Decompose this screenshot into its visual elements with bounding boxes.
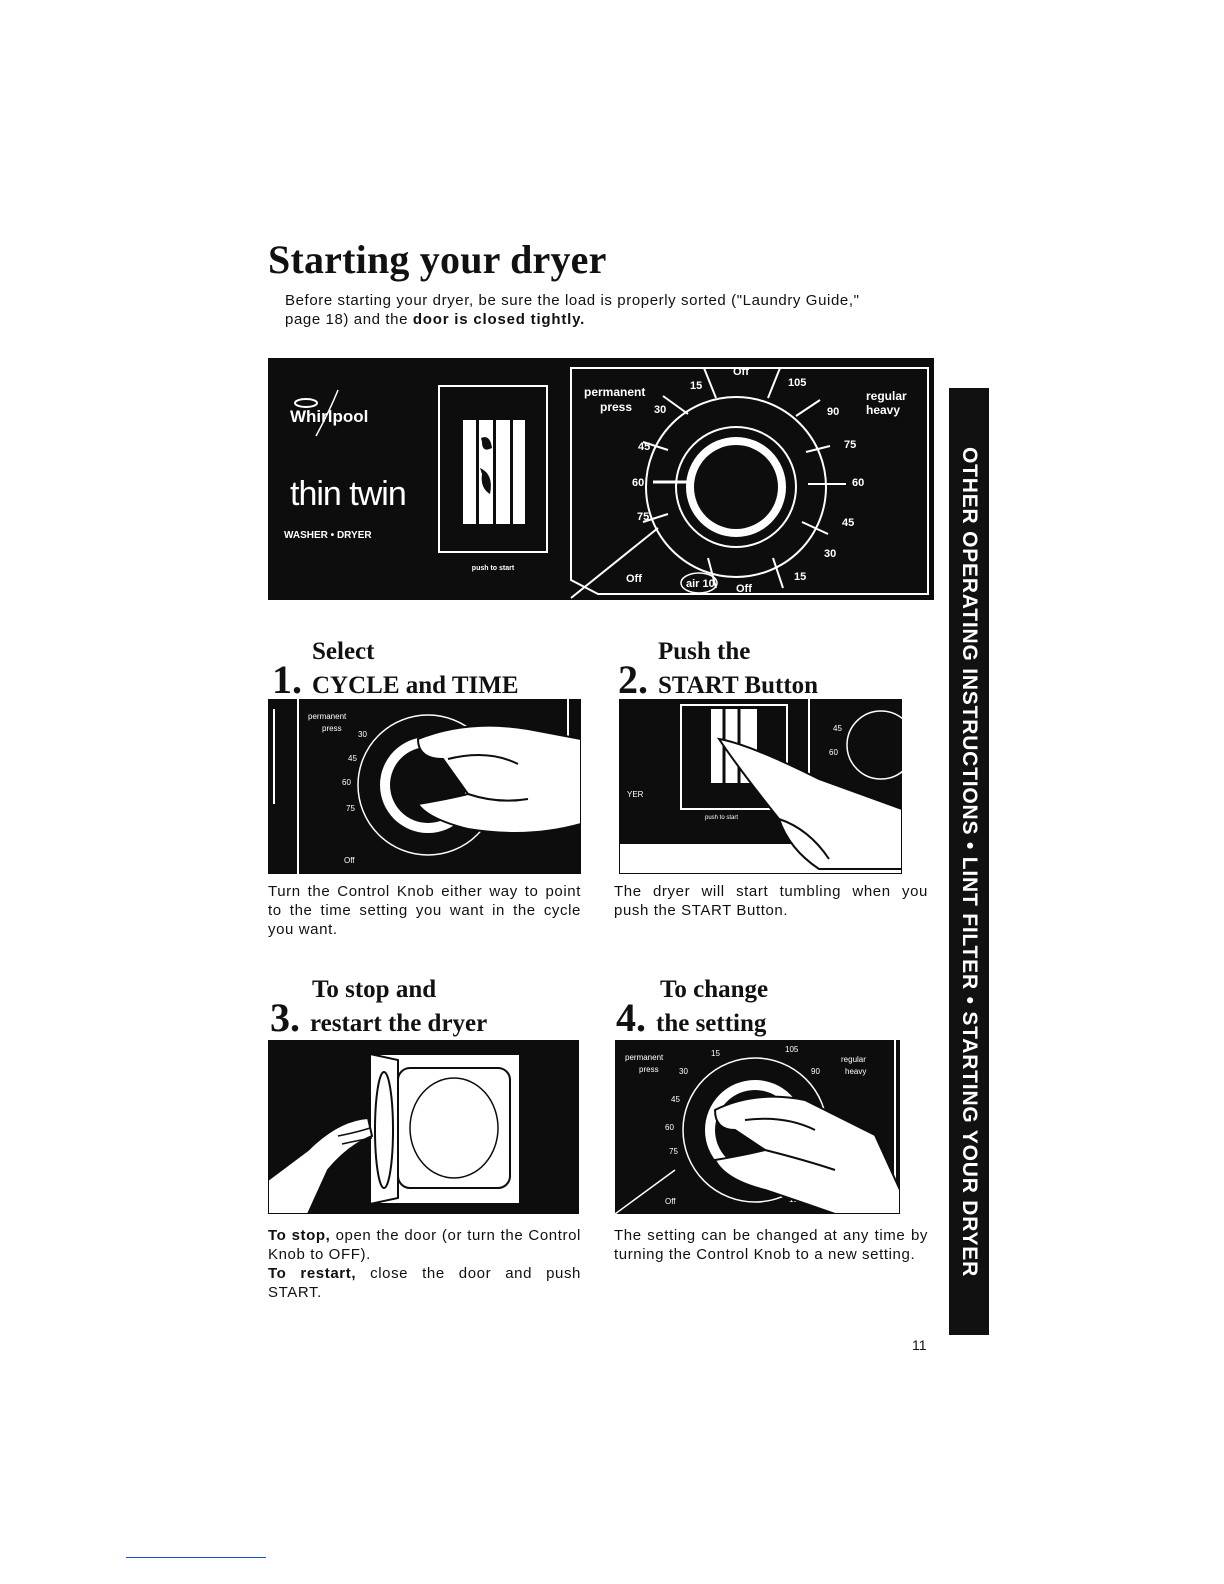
step-1-caption: Turn the Control Knob either way to poin… [268,883,581,938]
svg-text:30: 30 [824,548,836,560]
intro-bold-text: door is closed tightly. [412,311,586,328]
step-2-heading: Push the 2. START Button [618,638,818,700]
intro-text: Before starting your dryer, be sure the … [285,292,860,328]
control-knob [694,445,778,529]
svg-text:60: 60 [632,477,644,489]
side-tab-label: OTHER OPERATING INSTRUCTIONS • LINT FILT… [958,446,981,1278]
brand-logo: Whirlpool [290,407,368,426]
svg-text:Off: Off [736,583,752,595]
intro-paragraph: Before starting your dryer, be sure the … [285,291,885,329]
step-1-title-line1: Select [312,638,375,665]
step-2-title-line2: START Button [658,672,819,699]
step-4-illustration: permanent press 30 regular heavy 15 105 … [615,1040,900,1214]
step-1-heading: Select 1. CYCLE and TIME [272,638,519,700]
cycle-regular-heavy-line2: heavy [866,403,900,417]
brand-emblem-icon [294,398,318,408]
step-3-restart-text: close the door and push START. [268,1265,581,1301]
step-2-title-line1: Push the [658,638,751,665]
svg-text:45: 45 [671,1095,680,1104]
step-1-illustration: permanent press 30 45 60 75 Off [268,699,581,874]
hand-icon [416,724,581,834]
page-number: 11 [912,1337,927,1353]
svg-text:45: 45 [348,754,357,763]
step-3-restart-bold: To restart, [268,1265,357,1282]
step-3-illustration [268,1040,579,1214]
step-4-title-line1: To change [660,976,769,1003]
hand-icon [268,1116,374,1214]
svg-text:Off: Off [733,366,749,378]
svg-text:Off: Off [344,856,355,865]
push-to-start-label: push to start [472,565,515,572]
page-title: Starting your dryer [268,237,607,282]
step-3-title-line1: To stop and [312,976,437,1003]
step-1-title-line2: CYCLE and TIME [312,672,519,699]
cycle-permanent-press-line1: permanent [584,385,645,399]
step-3-heading: To stop and 3. restart the dryer [270,976,487,1038]
footnote-rule [126,1557,266,1558]
svg-text:60: 60 [342,778,351,787]
svg-text:30: 30 [358,730,367,739]
svg-text:Off: Off [665,1197,676,1206]
svg-text:90: 90 [811,1067,820,1076]
svg-text:60: 60 [852,477,864,489]
step-3-title-line2: restart the dryer [310,1010,488,1037]
svg-text:60: 60 [665,1123,674,1132]
svg-text:press: press [322,724,342,733]
step-2-number: 2. [618,657,648,702]
step-3-stop-bold: To stop, [268,1227,331,1244]
svg-text:75: 75 [844,439,856,451]
svg-text:15: 15 [690,380,702,392]
step-2-illustration: push to start YER 45 60 [619,699,902,874]
svg-text:regular: regular [841,1055,866,1064]
svg-text:75: 75 [346,804,355,813]
svg-text:15: 15 [794,571,806,583]
step-4-caption: The setting can be changed at any time b… [614,1227,928,1263]
hand-icon [716,737,902,870]
svg-text:air 10: air 10 [686,578,715,590]
step-4-title-line2: the setting [656,1010,767,1037]
model-line: WASHER • DRYER [284,530,372,541]
svg-text:push to start: push to start [705,815,738,821]
svg-text:105: 105 [788,377,806,389]
step-4-heading: To change 4. the setting [616,976,768,1038]
cycle-permanent-press-line2: press [600,400,632,414]
cycle-regular-heavy-line1: regular [866,389,907,403]
svg-text:30: 30 [654,404,666,416]
step-3-stop-text: open the door (or turn the Control Knob … [268,1227,581,1263]
svg-text:30: 30 [679,1067,688,1076]
svg-text:15: 15 [711,1049,720,1058]
svg-text:Off: Off [626,573,642,585]
svg-text:45: 45 [833,724,842,733]
svg-text:75: 75 [669,1147,678,1156]
step-3-number: 3. [270,995,300,1040]
svg-text:60: 60 [829,748,838,757]
svg-text:press: press [639,1065,659,1074]
svg-text:45: 45 [638,441,650,453]
svg-text:permanent: permanent [625,1053,664,1062]
step-1-number: 1. [272,657,302,702]
hand-icon [713,1095,900,1214]
svg-text:heavy: heavy [845,1067,866,1076]
section-side-tab [949,388,989,1335]
svg-text:45: 45 [842,517,854,529]
step-4-number: 4. [616,995,646,1040]
svg-text:YER: YER [627,790,644,799]
control-panel-illustration: Whirlpool thin twin WASHER • DRYER push … [268,358,934,600]
svg-text:permanent: permanent [308,712,347,721]
svg-text:105: 105 [785,1045,799,1054]
svg-text:90: 90 [827,406,839,418]
svg-text:75: 75 [637,511,649,523]
step-2-caption: The dryer will start tumbling when you p… [614,883,928,919]
model-logo: thin twin [290,475,406,513]
step-3-caption: To stop, open the door (or turn the Cont… [268,1226,581,1302]
